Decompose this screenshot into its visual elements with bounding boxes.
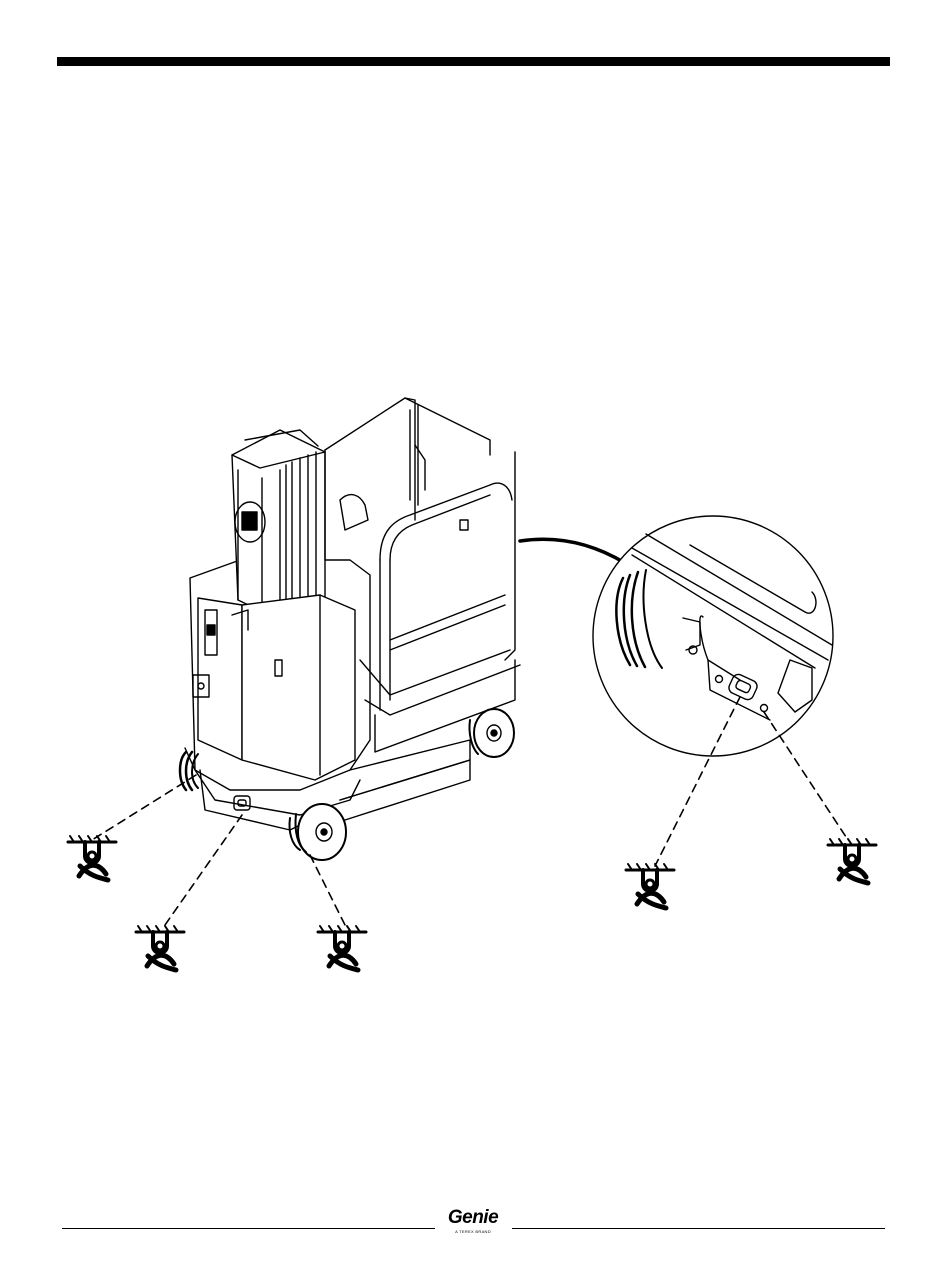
ground-control-box: [193, 598, 242, 760]
tie-down-point-icon: [68, 836, 116, 880]
genie-logo: Genie A TEREX BRAND: [439, 1208, 507, 1238]
detail-view: [593, 516, 833, 756]
detail-leader: [520, 539, 625, 563]
tie-down-point-icon: [828, 839, 876, 883]
mast: [232, 430, 325, 620]
mast-cover: [232, 595, 355, 780]
logo-wordmark: Genie: [439, 1208, 507, 1228]
tie-down-point-icon: [136, 926, 184, 970]
tie-down-point-icon: [318, 926, 366, 970]
logo-tagline: A TEREX BRAND: [439, 1229, 507, 1234]
footer-rule-right: [512, 1228, 885, 1229]
tie-down-point-icon: [626, 864, 674, 908]
footer-rule-left: [62, 1228, 435, 1229]
